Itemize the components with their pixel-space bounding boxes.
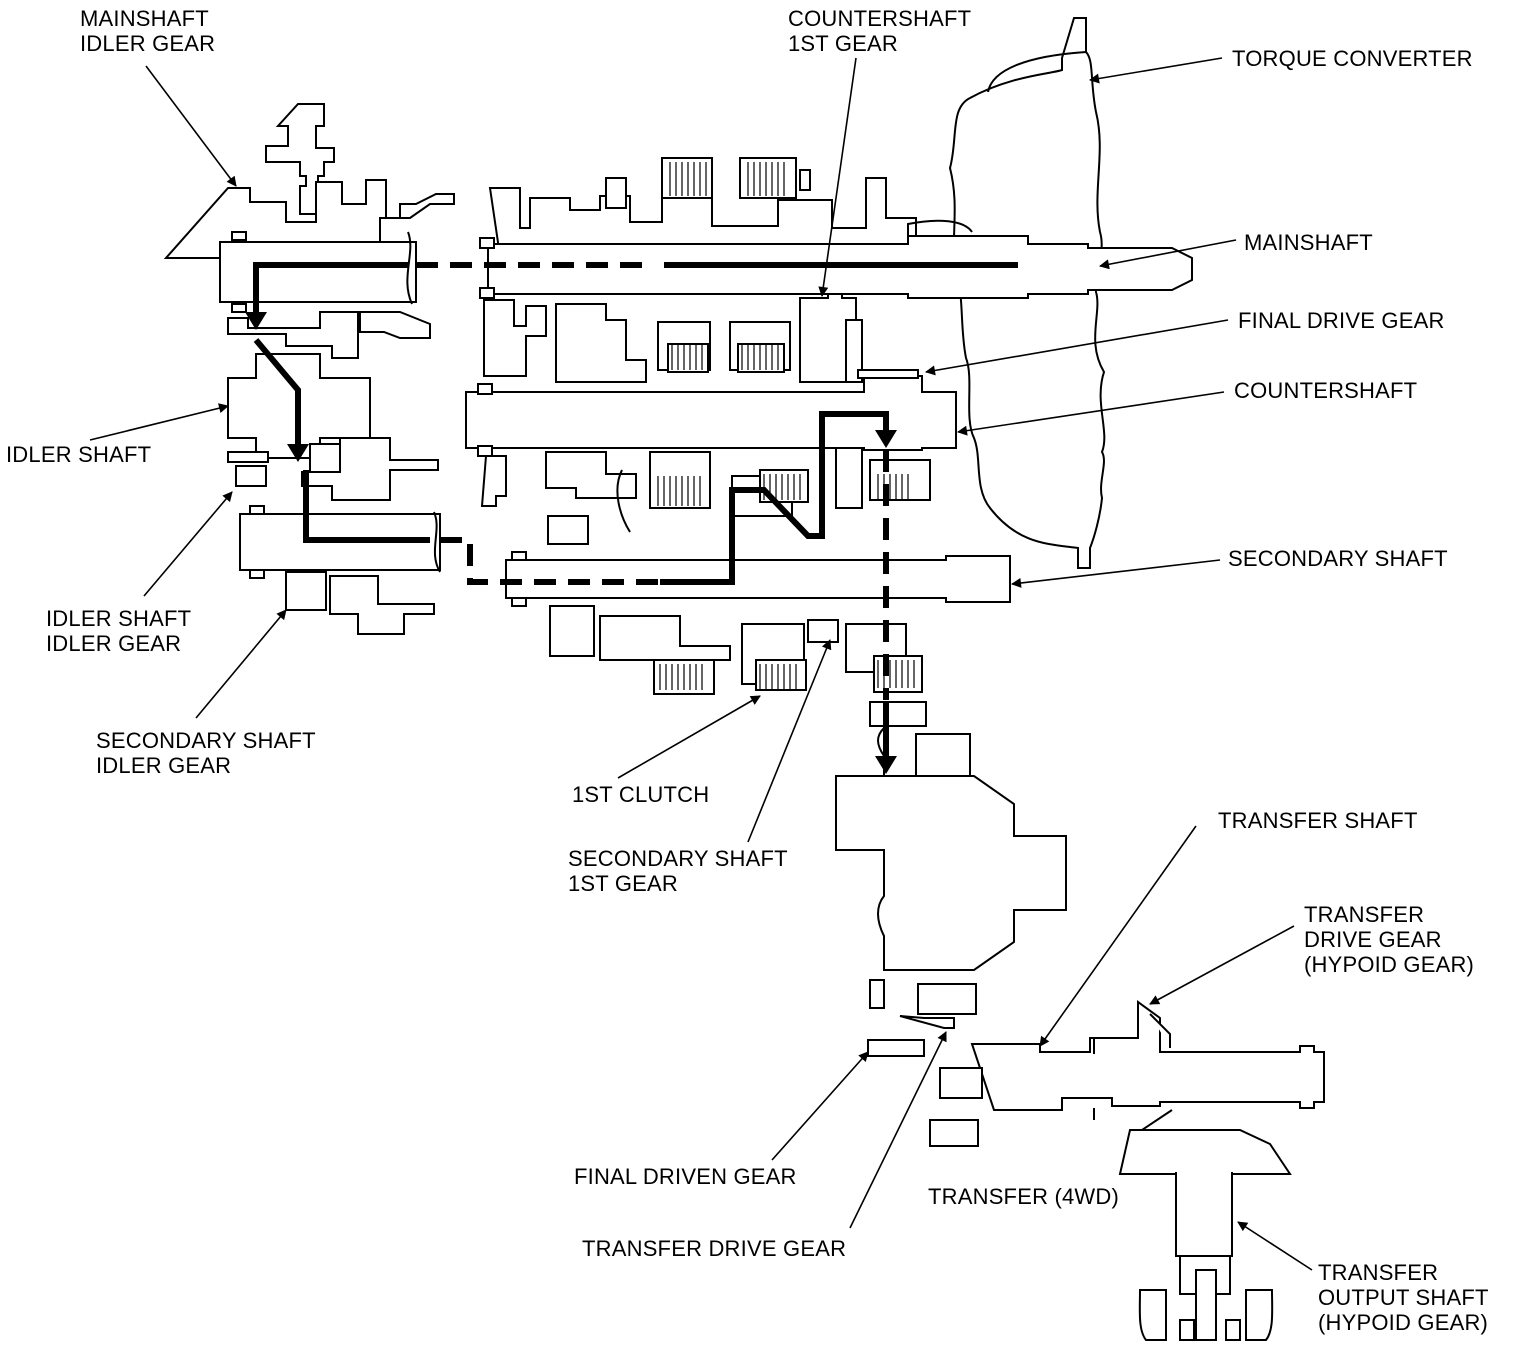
- leader-transfer-shaft: [1039, 825, 1197, 1047]
- label-mainshaft-idler-gear: MAINSHAFT IDLER GEAR: [80, 6, 216, 56]
- leader-secondary-shaft-idler-gear: [195, 609, 287, 719]
- idler-assembly: [163, 103, 455, 635]
- leader-final-driven-gear: [771, 1051, 869, 1161]
- leader-lines: [89, 57, 1313, 1271]
- label-secondary-shaft: SECONDARY SHAFT: [1228, 546, 1448, 571]
- label-mainshaft: MAINSHAFT: [1244, 230, 1373, 255]
- leader-torque-converter: [1089, 57, 1223, 84]
- leader-1st-clutch: [617, 695, 761, 779]
- label-1st-clutch: 1ST CLUTCH: [572, 782, 710, 807]
- label-transfer-drive-gear: TRANSFER DRIVE GEAR: [582, 1236, 847, 1261]
- power-flow-path: [245, 262, 1018, 774]
- label-idler-shaft-idler-gear: IDLER SHAFT IDLER GEAR: [46, 606, 192, 656]
- leader-transfer-drive-gear-hypoid: [1149, 925, 1295, 1005]
- leader-mainshaft-idler-gear: [145, 65, 237, 187]
- leader-transfer-drive-gear: [849, 1031, 947, 1229]
- mainshaft-left-stub: [219, 241, 417, 303]
- label-transfer-shaft: TRANSFER SHAFT: [1218, 808, 1418, 833]
- leader-countershaft: [957, 391, 1225, 436]
- label-transfer-4wd: TRANSFER (4WD): [928, 1184, 1120, 1209]
- label-countershaft-1st-gear: COUNTERSHAFT 1ST GEAR: [788, 6, 972, 56]
- label-final-driven-gear: FINAL DRIVEN GEAR: [574, 1164, 797, 1189]
- leader-secondary-shaft: [1011, 559, 1221, 588]
- label-secondary-shaft-idler-gear: SECONDARY SHAFT IDLER GEAR: [96, 728, 316, 778]
- label-countershaft: COUNTERSHAFT: [1234, 378, 1418, 403]
- leader-final-drive-gear: [925, 319, 1229, 376]
- leader-transfer-output-shaft: [1237, 1221, 1313, 1271]
- label-torque-converter: TORQUE CONVERTER: [1232, 46, 1473, 71]
- label-final-drive-gear: FINAL DRIVE GEAR: [1238, 308, 1445, 333]
- leader-mainshaft: [1099, 239, 1237, 270]
- leader-idler-shaft: [89, 403, 229, 441]
- leader-countershaft-1st-gear: [818, 57, 857, 297]
- differential-transfer: [835, 701, 1325, 1341]
- power-flow-solid: [253, 262, 1018, 320]
- leader-idler-shaft-idler-gear: [143, 491, 233, 597]
- label-secondary-shaft-1st-gear: SECONDARY SHAFT 1ST GEAR: [568, 846, 788, 896]
- leader-secondary-shaft-1st-gear: [747, 639, 832, 843]
- label-idler-shaft: IDLER SHAFT: [6, 442, 152, 467]
- label-transfer-output-shaft: TRANSFER OUTPUT SHAFT (HYPOID GEAR): [1318, 1260, 1489, 1335]
- differential-case-shape: [835, 725, 1067, 971]
- main-gear-train: [465, 17, 1193, 695]
- transfer-shaft-shape: [970, 1000, 1325, 1111]
- label-transfer-drive-gear-hypoid: TRANSFER DRIVE GEAR (HYPOID GEAR): [1304, 902, 1475, 977]
